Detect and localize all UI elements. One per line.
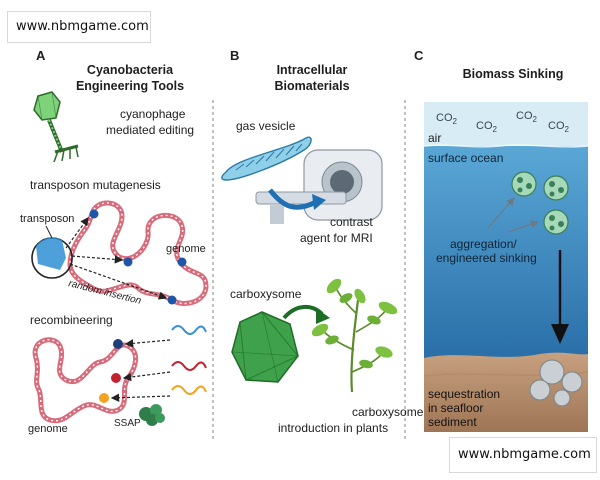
genome-top-label: genome bbox=[166, 243, 206, 255]
intro-label-line1: carboxysome bbox=[352, 405, 424, 419]
plant-icon bbox=[311, 278, 398, 393]
surface-ocean-label: surface ocean bbox=[428, 151, 503, 165]
seafloor-aggregates-icon bbox=[529, 359, 583, 407]
insertion-arrow-2 bbox=[71, 255, 124, 264]
insertion-arrow-1 bbox=[65, 217, 89, 249]
recomb-arrow-1 bbox=[124, 339, 171, 348]
panel-a-letter: A bbox=[36, 48, 46, 63]
cyanophage-label-line1: cyanophage bbox=[120, 107, 186, 121]
transposon-mutagenesis-label: transposon mutagenesis bbox=[30, 178, 161, 192]
gas-vesicle-icon bbox=[221, 136, 312, 181]
watermark-bottom: www.nbmgame.com bbox=[450, 438, 596, 472]
carboxysome-icon bbox=[231, 311, 299, 383]
sequestration-label-line3: sediment bbox=[428, 415, 477, 429]
transposon-segment-icon bbox=[36, 237, 66, 270]
insertion-arrow-3 bbox=[69, 263, 168, 300]
co2-labels: CO2 CO2 CO2 CO2 bbox=[436, 110, 570, 134]
panel-b-title-line1: Intracellular bbox=[277, 63, 348, 77]
aggregation-label-line1: aggregation/ bbox=[450, 237, 517, 251]
carboxysome-arrowhead bbox=[316, 308, 330, 324]
co2-label-4: CO2 bbox=[548, 120, 570, 134]
genome-bottom-label: genome bbox=[28, 423, 68, 435]
carboxysome-label: carboxysome bbox=[230, 287, 302, 301]
ssap-protein-icon bbox=[139, 404, 165, 426]
transposon-pointer bbox=[45, 225, 53, 239]
co2-label-3: CO2 bbox=[516, 110, 538, 124]
recomb-site-red bbox=[111, 373, 121, 383]
dna-strand-blue-icon bbox=[171, 325, 207, 335]
panel-b-title-line2: Biomaterials bbox=[274, 79, 349, 93]
watermark-top: www.nbmgame.com bbox=[8, 12, 150, 42]
air-label: air bbox=[428, 131, 441, 145]
gas-vesicle-to-mri-arrow bbox=[268, 188, 318, 210]
gas-vesicle-arrowhead bbox=[312, 194, 326, 210]
cyanophage-label-line2: mediated editing bbox=[106, 123, 194, 137]
co2-label-2: CO2 bbox=[476, 120, 498, 134]
recombineering-label: recombineering bbox=[30, 313, 113, 327]
recomb-arrow-3 bbox=[110, 393, 171, 402]
aggregation-pointer-2 bbox=[507, 220, 540, 233]
contrast-label-line2: agent for MRI bbox=[300, 231, 373, 245]
sea-surface-line bbox=[423, 144, 589, 148]
cyanophage-icon bbox=[33, 91, 79, 163]
sequestration-label-line1: sequestration bbox=[428, 387, 500, 401]
insertion-site-4 bbox=[167, 295, 177, 305]
sky-band bbox=[424, 102, 588, 146]
aggregation-label-line2: engineered sinking bbox=[436, 251, 537, 265]
insertion-site-3 bbox=[177, 257, 187, 267]
contrast-label-line1: contrast bbox=[330, 215, 373, 229]
transposon-label: transposon bbox=[20, 213, 74, 225]
aggregation-pointer-1 bbox=[487, 197, 515, 229]
panel-a-title-line2: Engineering Tools bbox=[76, 79, 184, 93]
gas-vesicle-label: gas vesicle bbox=[236, 119, 296, 133]
aggregate-cluster-icons bbox=[511, 171, 569, 235]
chromosome-bottom-stripes bbox=[34, 339, 137, 422]
insertion-site-2 bbox=[123, 257, 133, 267]
panel-a-title-line1: Cyanobacteria bbox=[87, 63, 174, 77]
ssap-label: SSAP bbox=[114, 418, 141, 429]
intro-label-line2: introduction in plants bbox=[278, 421, 388, 435]
insertion-site-1 bbox=[89, 209, 99, 219]
sinking-arrowhead bbox=[551, 324, 569, 344]
recomb-arrow-2 bbox=[122, 371, 171, 382]
recomb-site-yellow bbox=[99, 393, 109, 403]
dna-strand-yellow-icon bbox=[171, 385, 207, 395]
sequestration-label-line2: in seafloor bbox=[428, 401, 483, 415]
co2-label-1: CO2 bbox=[436, 112, 458, 126]
dna-strand-red-icon bbox=[171, 361, 207, 371]
panel-b-letter: B bbox=[230, 48, 239, 63]
panel-c-title: Biomass Sinking bbox=[463, 67, 564, 81]
recomb-site-blue bbox=[113, 339, 123, 349]
panel-c-letter: C bbox=[414, 48, 424, 63]
